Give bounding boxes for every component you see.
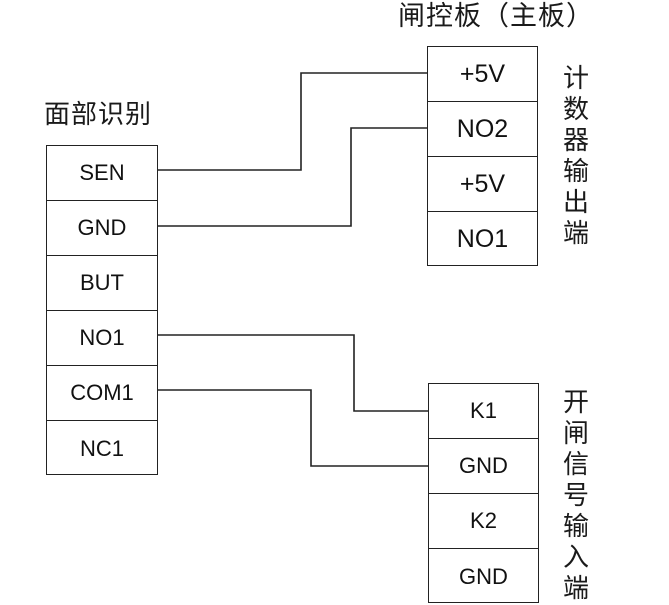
terminal-gnd-1: GND xyxy=(429,439,538,494)
terminal-k1: K1 xyxy=(429,384,538,439)
gate-label-char: 开 xyxy=(562,388,589,418)
terminal-plus5v-2: +5V xyxy=(428,157,537,212)
terminal-sen: SEN xyxy=(47,146,157,201)
counter-output-label: 计 数 器 输 出 端 xyxy=(560,64,592,250)
terminal-com1: COM1 xyxy=(47,366,157,421)
counter-output-terminal-block: +5V NO2 +5V NO1 xyxy=(427,46,538,266)
gate-label-char: 入 xyxy=(562,543,589,573)
wire-no1-to-k1 xyxy=(158,334,428,412)
gate-label-char: 闸 xyxy=(562,419,589,449)
terminal-k2: K2 xyxy=(429,494,538,549)
counter-label-char: 输 xyxy=(562,157,589,187)
terminal-no1-board: NO1 xyxy=(456,225,509,253)
wire-gnd-to-no2 xyxy=(158,127,427,227)
gate-label-char: 输 xyxy=(562,512,589,542)
counter-label-char: 计 xyxy=(562,64,589,94)
terminal-gnd-2: GND xyxy=(459,563,508,589)
counter-label-char: 器 xyxy=(562,126,589,156)
counter-label-char: 端 xyxy=(562,219,589,249)
gate-label-char: 信 xyxy=(562,450,589,480)
terminal-but: BUT xyxy=(47,256,157,311)
gate-label-char: 号 xyxy=(562,481,589,511)
counter-label-char: 数 xyxy=(562,95,589,125)
face-recognition-terminal-block: SEN GND BUT NO1 COM1 NC1 xyxy=(46,145,158,475)
gate-signal-input-terminal-block: K1 GND K2 GND xyxy=(428,383,539,603)
terminal-plus5v-1: +5V xyxy=(428,47,537,102)
wire-com1-to-gnd xyxy=(158,389,428,467)
face-recognition-title: 面部识别 xyxy=(44,100,153,130)
gate-board-title: 闸控板（主板） xyxy=(398,1,594,32)
wire-sen-to-plus5v xyxy=(158,72,427,171)
wiring-diagram xyxy=(158,72,428,467)
terminal-no2: NO2 xyxy=(428,102,537,157)
counter-label-char: 出 xyxy=(562,188,589,218)
terminal-gnd: GND xyxy=(47,201,157,256)
terminal-no1: NO1 xyxy=(47,311,157,366)
terminal-nc1: NC1 xyxy=(79,435,124,461)
